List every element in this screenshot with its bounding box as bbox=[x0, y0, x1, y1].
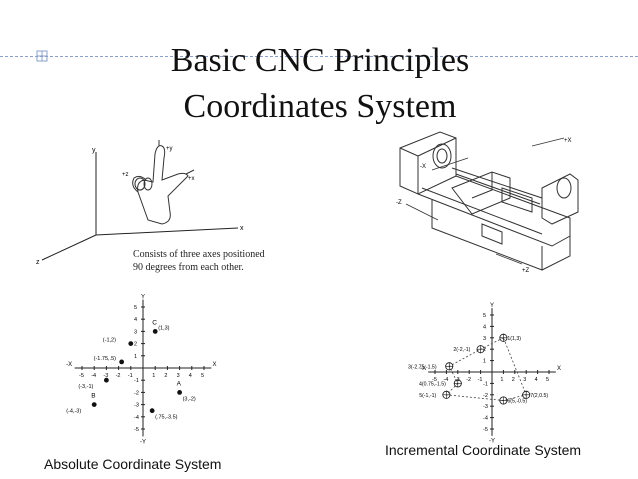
abs-point-tag: C bbox=[152, 319, 157, 326]
inc-y-tick-label: 5 bbox=[483, 313, 486, 319]
inc-x-tick-label: -5 bbox=[432, 377, 437, 383]
abs-point-label: (-3,-1) bbox=[78, 384, 93, 390]
abs-data-point bbox=[91, 402, 97, 407]
inc-x-tick-label: 3 bbox=[523, 377, 526, 383]
abs-y-tick-label: -3 bbox=[134, 403, 139, 409]
absolute-coordinate-plot: -5 -4 -3 -2 -1 1 2 3 4 5 5 4 3 2 1 -1 -2 -3 -4 -5 X -X Y -Y (1,… bbox=[66, 294, 217, 446]
abs-point-label: (-4,-3) bbox=[66, 409, 81, 415]
axis-label-z: z bbox=[36, 259, 40, 266]
inc-y-tick-label: -5 bbox=[483, 427, 488, 433]
slide-title-line1: Basic CNC Principles bbox=[170, 42, 470, 79]
abs-x-tick-label: 5 bbox=[201, 373, 204, 379]
hand-label-plus-z: +z bbox=[122, 172, 129, 178]
inc-x-tick-label: 5 bbox=[546, 377, 549, 383]
inc-y-tick-label: -4 bbox=[483, 416, 488, 422]
inc-x-tick-label: 1 bbox=[500, 377, 503, 383]
inc-x-tick-label: -2 bbox=[466, 377, 471, 383]
abs-y-tick-label: 2 bbox=[134, 342, 137, 348]
abs-x-tick-label: 2 bbox=[164, 373, 167, 379]
abs-x-tick-label: -1 bbox=[128, 373, 133, 379]
inc-x-tick-label: -4 bbox=[443, 377, 448, 383]
abs-point-tag: A bbox=[177, 380, 182, 387]
abs-point-label: (-1,2) bbox=[103, 338, 116, 344]
abs-neg-y-axis-label: -Y bbox=[140, 440, 146, 446]
inc-x-axis-label: X bbox=[557, 366, 561, 372]
inc-y-tick-label: -1 bbox=[483, 381, 488, 387]
inc-y-tick-label: -3 bbox=[483, 404, 488, 410]
bullet-mark-icon bbox=[36, 50, 48, 62]
abs-y-tick-label: 4 bbox=[134, 317, 137, 323]
abs-y-tick-label: -4 bbox=[134, 415, 139, 421]
inc-point-label: 3(-2.75,-1.5) bbox=[408, 364, 437, 370]
axis-label-x: x bbox=[240, 225, 244, 232]
abs-x-tick-label: 1 bbox=[152, 373, 155, 379]
hand-label-plus-y: +y bbox=[166, 146, 173, 152]
abs-neg-x-axis-label: -X bbox=[66, 362, 72, 368]
inc-point-label: 6(5,-0.5) bbox=[507, 399, 527, 405]
axes-description-note: Consists of three axes positioned 90 deg… bbox=[133, 249, 265, 273]
hand-label-plus-x: +x bbox=[188, 176, 195, 182]
inc-x-tick-label: 2 bbox=[512, 377, 515, 383]
inc-point-label: 7(2,0.5) bbox=[530, 393, 548, 399]
abs-data-point bbox=[152, 329, 158, 334]
abs-y-tick-label: -2 bbox=[134, 390, 139, 396]
inc-x-tick-label: 4 bbox=[535, 377, 538, 383]
decorative-divider bbox=[0, 56, 638, 57]
inc-x-tick-label: -1 bbox=[478, 377, 483, 383]
abs-x-tick-label: -3 bbox=[103, 373, 108, 379]
right-hand-rule-figure: z x y +y +x +z bbox=[36, 140, 244, 266]
inc-y-axis-label: Y bbox=[490, 303, 494, 309]
inc-point-label: 4(0.75,-1.5) bbox=[419, 381, 446, 387]
inc-neg-x-axis-label: -X bbox=[420, 366, 426, 372]
abs-data-point bbox=[104, 377, 109, 383]
abs-data-point bbox=[119, 359, 125, 365]
abs-point-label: (-1.75,.5) bbox=[94, 356, 116, 362]
abs-y-axis-label: Y bbox=[141, 294, 145, 300]
inc-point-label: 5(-1,-1) bbox=[419, 393, 436, 399]
absolute-system-caption: Absolute Coordinate System bbox=[44, 456, 222, 472]
inc-y-tick-label: -2 bbox=[483, 393, 488, 399]
abs-x-tick-label: -2 bbox=[116, 373, 121, 379]
abs-point-label: (1,3) bbox=[158, 325, 169, 331]
inc-neg-y-axis-label: -Y bbox=[489, 439, 495, 444]
lathe-label-plus-x: +X bbox=[564, 138, 572, 144]
lathe-label-minus-x: -X bbox=[420, 164, 426, 170]
abs-point-tag: B bbox=[91, 393, 95, 400]
abs-y-tick-label: -5 bbox=[134, 427, 139, 433]
abs-data-point bbox=[149, 408, 155, 414]
incremental-system-caption: Incremental Coordinate System bbox=[385, 442, 582, 458]
lathe-machine-illustration: +X -X -Z +Z bbox=[396, 131, 579, 274]
inc-point-label: 2(-2,-1) bbox=[453, 347, 470, 353]
abs-x-tick-label: 4 bbox=[189, 373, 192, 379]
lathe-label-plus-z: +Z bbox=[522, 268, 530, 274]
abs-x-tick-label: -4 bbox=[91, 373, 96, 379]
inc-y-tick-label: 3 bbox=[483, 336, 486, 342]
inc-point-label: 1(1,3) bbox=[507, 336, 521, 342]
inc-y-tick-label: 2 bbox=[483, 347, 486, 353]
abs-point-label: (.75,-3.5) bbox=[155, 415, 177, 421]
abs-x-tick-label: -5 bbox=[79, 373, 84, 379]
inc-y-tick-label: 4 bbox=[483, 324, 486, 330]
abs-y-tick-label: 3 bbox=[134, 329, 137, 335]
slide-title-line2: Coordinates System bbox=[183, 88, 457, 125]
lathe-label-minus-z: -Z bbox=[396, 200, 402, 206]
abs-x-tick-label: 3 bbox=[177, 373, 180, 379]
abs-data-point bbox=[128, 341, 134, 346]
abs-data-point bbox=[177, 390, 182, 395]
hand-illustration bbox=[132, 140, 195, 225]
abs-y-tick-label: 1 bbox=[134, 354, 137, 360]
inc-y-tick-label: 1 bbox=[483, 359, 486, 365]
abs-y-tick-label: 5 bbox=[134, 305, 137, 311]
abs-y-tick-label: -1 bbox=[134, 378, 139, 384]
axis-label-y: y bbox=[92, 147, 96, 154]
abs-x-axis-label: X bbox=[213, 362, 217, 368]
abs-point-label: (3,-2) bbox=[183, 396, 196, 402]
